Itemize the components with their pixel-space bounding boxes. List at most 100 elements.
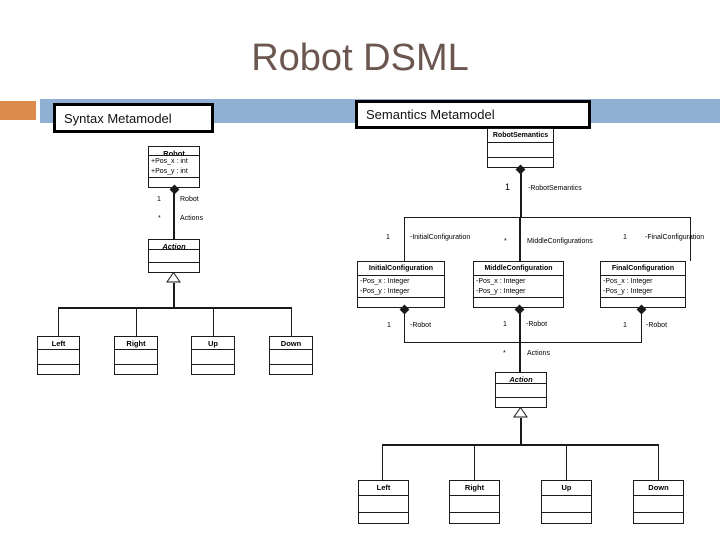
class-initial-configuration-attributes: -Pos_x : Integer -Pos_y : Integer (358, 276, 444, 298)
class-down-syntax-attributes (270, 350, 312, 365)
class-down-semantics-attributes (634, 496, 683, 513)
mult-robot-semantics: 1 (505, 182, 511, 192)
class-robot-semantics-name: RobotSemantics (488, 129, 553, 143)
mult-robot-end: 1 (157, 196, 161, 203)
class-left-semantics-attributes (359, 496, 408, 513)
class-final-configuration-attributes: -Pos_x : Integer -Pos_y : Integer (601, 276, 685, 298)
class-right-syntax-attributes (115, 350, 157, 365)
mult-middle-configurations: * (504, 238, 507, 245)
generalization-stem-syntax (172, 283, 175, 308)
class-up-semantics-operations (542, 513, 591, 523)
class-up-syntax-operations (192, 365, 234, 374)
actions-bus (404, 342, 642, 343)
generalization-drop-up-syntax (213, 307, 214, 336)
role-middle-configurations: MiddleConfigurations (527, 238, 593, 245)
class-action-syntax-operations (149, 263, 199, 272)
generalization-arrow-syntax (166, 272, 181, 283)
class-robot-name: Robot (149, 147, 199, 156)
assoc-line-robot-semantics (519, 172, 522, 217)
class-robot-semantics-attributes (488, 143, 553, 158)
class-down-syntax: Down (269, 336, 313, 375)
class-final-configuration: FinalConfiguration -Pos_x : Integer -Pos… (600, 261, 686, 308)
generalization-drop-down-semantics (658, 444, 659, 480)
section-label-syntax-text: Syntax Metamodel (64, 110, 172, 126)
class-initial-configuration-name: InitialConfiguration (358, 262, 444, 276)
class-action-syntax-attributes (149, 250, 199, 263)
class-initial-configuration-attr-posx: -Pos_x : Integer (360, 278, 410, 285)
page-title: Robot DSML (251, 37, 469, 79)
class-initial-configuration-operations (358, 298, 444, 307)
assoc-line-middle-robot (519, 312, 521, 342)
class-initial-configuration: InitialConfiguration -Pos_x : Integer -P… (357, 261, 445, 308)
class-up-syntax-name: Up (192, 337, 234, 350)
role-initial-robot: -Robot (410, 322, 432, 329)
class-down-semantics-name: Down (634, 481, 683, 496)
role-robot-end: Robot (180, 196, 199, 203)
class-down-semantics: Down (633, 480, 684, 524)
class-final-configuration-attr-posy: -Pos_y : Integer (603, 287, 653, 295)
class-middle-configuration-attr-posy: -Pos_y : Integer (476, 287, 526, 295)
class-down-syntax-operations (270, 365, 312, 374)
section-label-semantics: Semantics Metamodel (355, 100, 591, 129)
class-middle-configuration-name: MiddleConfiguration (474, 262, 563, 276)
role-middle-robot: -Robot (526, 321, 548, 328)
generalization-bus-semantics (382, 444, 658, 446)
mult-final-configuration: 1 (623, 234, 627, 241)
generalization-drop-down-syntax (291, 307, 292, 336)
class-robot-semantics: RobotSemantics (487, 128, 554, 168)
generalization-drop-right-syntax (136, 307, 137, 336)
class-initial-configuration-attr-posy: -Pos_y : Integer (360, 287, 410, 295)
mult-action-end: * (158, 215, 161, 222)
class-right-semantics-name: Right (450, 481, 499, 496)
class-up-semantics-attributes (542, 496, 591, 513)
class-middle-configuration-attributes: -Pos_x : Integer -Pos_y : Integer (474, 276, 563, 298)
generalization-arrow-semantics (513, 407, 528, 418)
role-action-end: Actions (180, 215, 203, 222)
mult-initial-robot: 1 (387, 322, 391, 329)
assoc-line-final-robot (641, 312, 642, 342)
class-left-syntax-attributes (38, 350, 79, 365)
accent-bar-orange (0, 101, 36, 120)
class-up-semantics: Up (541, 480, 592, 524)
class-action-syntax-name: Action (149, 240, 199, 250)
role-initial-configuration: -InitialConfiguration (410, 234, 471, 241)
mult-final-robot: 1 (623, 322, 627, 329)
generalization-drop-up-semantics (566, 444, 567, 480)
class-robot-attr-posy: +Pos_y : int (151, 167, 188, 175)
class-left-syntax-name: Left (38, 337, 79, 350)
role-robot-semantics: -RobotSemantics (528, 185, 582, 192)
config-branch-middle (519, 217, 521, 261)
actions-stem (519, 342, 521, 372)
class-right-syntax-operations (115, 365, 157, 374)
mult-actions: * (503, 350, 506, 357)
role-final-configuration: -FinalConfiguration (645, 234, 705, 241)
class-action-semantics-attributes (496, 384, 546, 398)
class-final-configuration-name: FinalConfiguration (601, 262, 685, 276)
class-action-syntax: Action (148, 239, 200, 273)
class-up-semantics-name: Up (542, 481, 591, 496)
class-right-semantics-attributes (450, 496, 499, 513)
class-down-syntax-name: Down (270, 337, 312, 350)
class-right-semantics-operations (450, 513, 499, 523)
class-left-syntax-operations (38, 365, 79, 374)
class-right-semantics: Right (449, 480, 500, 524)
class-left-semantics-operations (359, 513, 408, 523)
class-right-syntax: Right (114, 336, 158, 375)
class-robot: Robot +Pos_x : int +Pos_y : int (148, 146, 200, 188)
role-final-robot: -Robot (646, 322, 668, 329)
class-action-semantics-operations (496, 398, 546, 407)
class-final-configuration-attr-posx: -Pos_x : Integer (603, 278, 653, 285)
class-left-semantics-name: Left (359, 481, 408, 496)
class-middle-configuration: MiddleConfiguration -Pos_x : Integer -Po… (473, 261, 564, 308)
class-robot-attr-posx: +Pos_x : int (151, 158, 188, 165)
mult-initial-configuration: 1 (386, 234, 390, 241)
class-action-semantics: Action (495, 372, 547, 408)
class-up-syntax-attributes (192, 350, 234, 365)
class-left-syntax: Left (37, 336, 80, 375)
role-actions: Actions (527, 350, 550, 357)
class-down-semantics-operations (634, 513, 683, 523)
class-action-semantics-name: Action (496, 373, 546, 384)
config-bus-top (404, 217, 690, 218)
generalization-bus-syntax (58, 307, 291, 309)
assoc-line-initial-robot (404, 312, 405, 342)
